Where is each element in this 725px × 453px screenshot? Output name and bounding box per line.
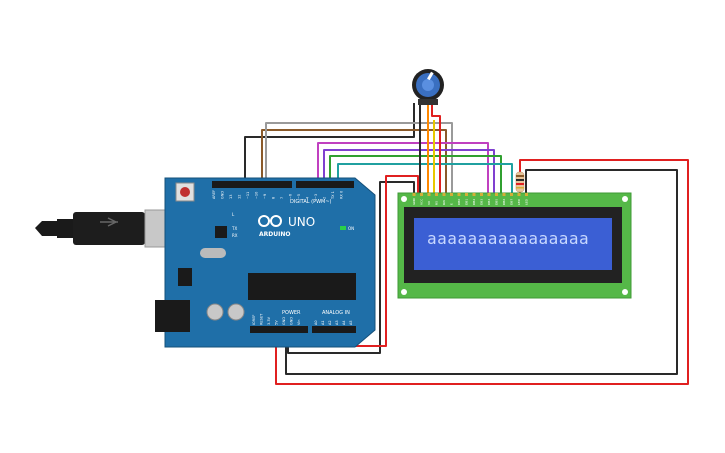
lcd-pin-label: LED <box>525 198 529 205</box>
digital-pin-label: ~6 <box>289 194 293 199</box>
usb-cable <box>35 209 176 248</box>
digital-pin-label: 8 <box>272 197 276 199</box>
digital-label: DIGITAL (PWM~) <box>290 199 332 205</box>
led-label-l: L <box>232 212 235 217</box>
arduino-logo <box>258 215 282 227</box>
lcd-pin-label: VCC <box>420 199 424 205</box>
lcd-pin[interactable] <box>495 193 498 196</box>
arduino-model: UNO <box>288 215 315 229</box>
digital-pin-label: 4 <box>306 196 310 199</box>
lcd-pin-label: DB1 <box>465 199 469 205</box>
power-pin-label: GND <box>282 317 286 325</box>
analog-pin-label: A4 <box>342 320 346 325</box>
lcd-pin[interactable] <box>525 193 528 196</box>
lcd-pin-label: GND <box>412 197 416 205</box>
wire-teal[interactable] <box>337 163 513 193</box>
power-pin-label: IOREF <box>252 315 256 325</box>
digital-pin-label: RX 0 <box>340 191 344 199</box>
power-pin-label: GND <box>290 317 294 325</box>
digital-pin-label: ~3 <box>314 194 318 199</box>
potentiometer[interactable] <box>412 69 444 105</box>
digital-pin-label: GND <box>221 191 225 199</box>
arduino-uno[interactable]: ARDUINO UNO DIGITAL (PWM~) POWER ANALOG … <box>155 177 376 348</box>
resistor[interactable] <box>515 171 525 193</box>
lcd-pin[interactable] <box>450 193 453 196</box>
lcd-pin[interactable] <box>487 193 491 196</box>
arduino-logo-text: ARDUINO <box>259 231 290 238</box>
power-jack <box>155 300 190 332</box>
lcd-pin-label: LED <box>517 198 521 205</box>
digital-pin-label: 12 <box>238 195 242 199</box>
lcd-pin[interactable] <box>442 193 446 196</box>
lcd-pin[interactable] <box>420 193 423 196</box>
digital-pin-label: 13 <box>229 195 233 199</box>
wire-magenta[interactable] <box>317 142 489 193</box>
lcd-pin[interactable] <box>510 193 513 196</box>
lcd-pin-label: DB4 <box>487 199 491 205</box>
wire-led-vcc[interactable] <box>275 159 689 385</box>
lcd-pin[interactable] <box>472 193 476 196</box>
digital-pin-label: ~11 <box>246 192 250 199</box>
analog-pin-label: A2 <box>328 320 332 325</box>
power-pin-label: 3.3V <box>267 316 271 325</box>
digital-pin-label: 2 <box>323 197 327 199</box>
digital-pin-label: TX 1 <box>331 191 335 200</box>
lcd-pin[interactable] <box>435 193 438 196</box>
lcd-pin-label: DB5 <box>495 199 499 205</box>
lcd-pin[interactable] <box>457 193 461 196</box>
wire-lcd-gnd[interactable] <box>287 181 415 354</box>
lcd-pin-label: DB6 <box>502 199 506 205</box>
lcd-screen <box>414 218 612 270</box>
power-pin-label: 5V <box>275 320 279 325</box>
wire-green[interactable] <box>329 155 502 193</box>
wire-led-gnd[interactable] <box>285 169 678 375</box>
power-pin-label: Vin <box>297 319 301 325</box>
digital-pin-label: 7 <box>280 197 284 199</box>
lcd-pin[interactable] <box>480 193 483 196</box>
wire-gnd-top[interactable] <box>244 103 415 183</box>
wire-purple[interactable] <box>323 149 495 193</box>
lcd-pin-label: RS <box>435 201 439 205</box>
lcd-pin[interactable] <box>427 193 431 196</box>
lcd-pin[interactable] <box>465 193 468 196</box>
power-pin-label: RESET <box>260 313 264 325</box>
digital-pin-label: ~10 <box>255 192 259 199</box>
atmega-chip <box>248 273 356 300</box>
lcd-display-text: aaaaaaaaaaaaaaaa <box>427 229 589 248</box>
lcd-pin-label: DB0 <box>457 199 461 205</box>
lcd-pin-label: RW <box>442 200 446 205</box>
digital-pin-label: ~5 <box>297 194 301 199</box>
analog-label: ANALOG IN <box>322 310 350 316</box>
led-label-tx: TX <box>231 226 237 231</box>
lcd-pin[interactable] <box>412 193 416 196</box>
wire-gray[interactable] <box>265 122 453 193</box>
on-label: ON <box>348 226 354 231</box>
analog-pin-label: A1 <box>321 320 325 325</box>
analog-pin-label: A3 <box>335 320 339 325</box>
led-label-rx: RX <box>232 233 238 238</box>
power-label: POWER <box>282 310 301 316</box>
digital-pin-label: ~9 <box>263 194 267 199</box>
lcd-pin-label: DB3 <box>480 199 484 205</box>
lcd-pin-label: V0 <box>427 201 431 205</box>
wire-brown[interactable] <box>261 129 447 193</box>
lcd-pin[interactable] <box>517 193 521 196</box>
wire-pot-red[interactable] <box>431 103 441 193</box>
lcd-pin-label: DB7 <box>510 199 514 205</box>
digital-pin-labels: AREF GND 13 12 ~11 ~10 ~9 8 7 ~6 ~5 4 ~3 2 TX 1 RX 0 <box>212 190 344 200</box>
digital-pin-label: AREF <box>212 190 216 199</box>
analog-pin-label: A0 <box>314 320 318 325</box>
analog-pin-label: A5 <box>349 320 353 325</box>
lcd-pin-label: DB2 <box>472 199 476 205</box>
lcd-pin[interactable] <box>502 193 506 196</box>
lcd-pin-label: E <box>450 203 454 205</box>
